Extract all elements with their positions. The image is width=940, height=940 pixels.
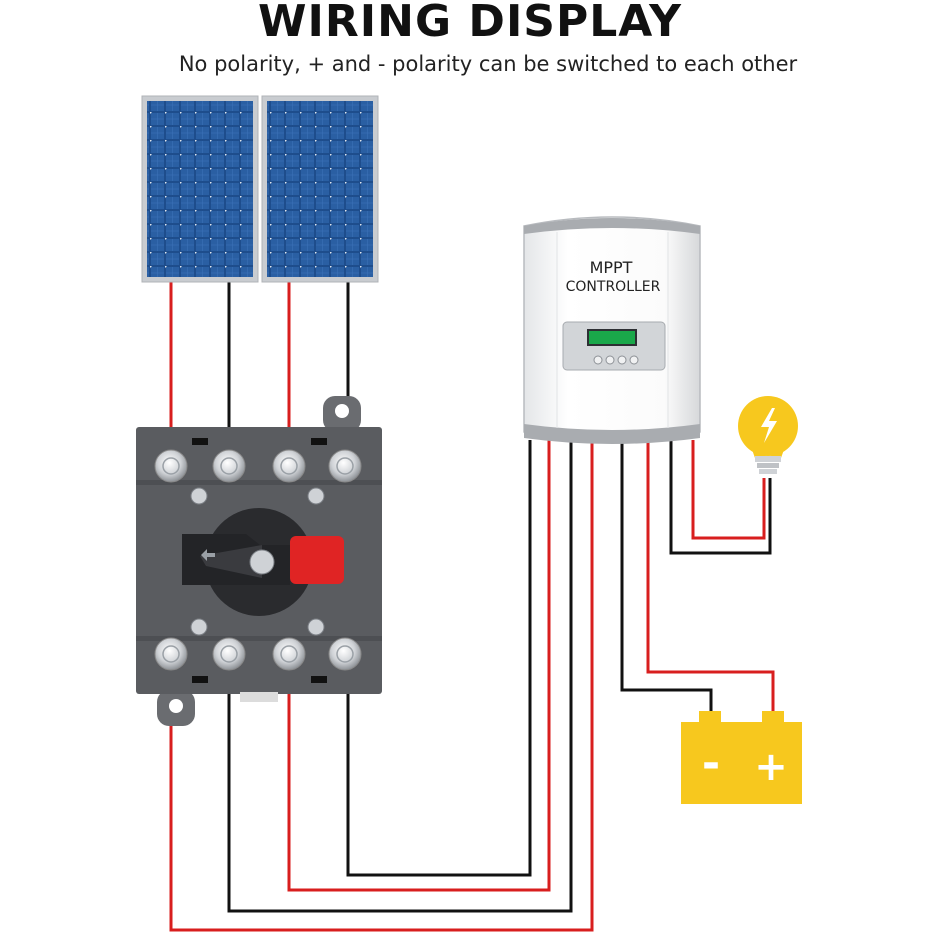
- controller-display-panel: [562, 321, 666, 371]
- solar-panel-right: [261, 95, 379, 283]
- battery-negative-label: -: [702, 738, 720, 789]
- solar-panel-left: [141, 95, 259, 283]
- battery-negative-wire: [620, 440, 713, 712]
- switch-out-1-wire: [169, 440, 594, 932]
- mppt-controller: MPPT CONTROLLER: [523, 216, 701, 444]
- terminal-bottom-3: [272, 637, 306, 671]
- terminal-bottom-1: [154, 637, 188, 671]
- load-positive-wire: [691, 440, 766, 540]
- controller-label-line2: CONTROLLER: [566, 279, 661, 295]
- terminal-top-1: [154, 449, 188, 483]
- battery-icon: - +: [681, 711, 802, 804]
- switch-out-4-wire: [346, 440, 532, 877]
- screws: [190, 487, 325, 636]
- light-bulb-icon: [738, 396, 798, 474]
- terminal-top-2: [212, 449, 246, 483]
- terminal-top-3: [272, 449, 306, 483]
- battery-positive-label: +: [754, 744, 788, 790]
- battery-positive-wire: [646, 440, 775, 712]
- battery-switch: [136, 396, 382, 726]
- mount-tab-bottom: [157, 690, 195, 726]
- terminal-bottom-2: [212, 637, 246, 671]
- switch-out-3-wire: [287, 440, 551, 892]
- page-subtitle: No polarity, + and - polarity can be swi…: [178, 52, 798, 76]
- controller-label-line1: MPPT: [590, 258, 633, 277]
- switch-out-2-wire: [227, 440, 573, 913]
- page-title: WIRING DISPLAY: [258, 0, 682, 47]
- rotary-knob: [182, 508, 344, 616]
- terminal-bottom-4: [328, 637, 362, 671]
- wires: [169, 280, 775, 932]
- mount-tab-top: [323, 396, 361, 432]
- terminal-top-4: [328, 449, 362, 483]
- load-negative-wire: [669, 440, 772, 555]
